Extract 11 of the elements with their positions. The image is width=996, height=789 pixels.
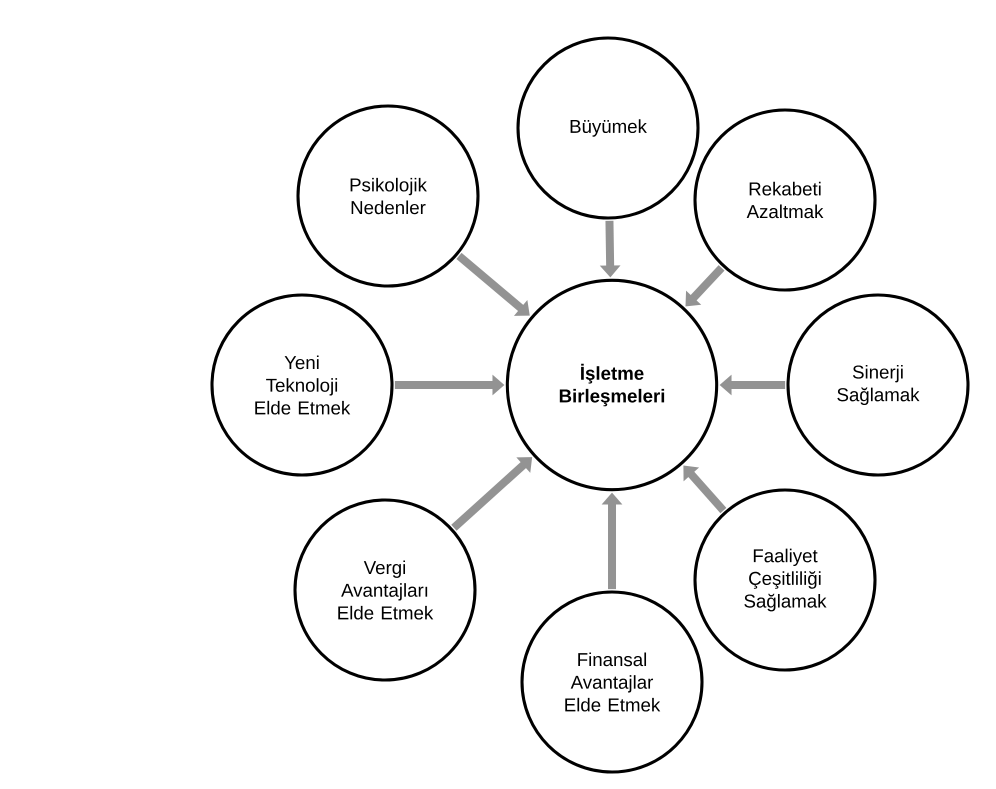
circle-node: Rekabeti Azaltmak	[693, 108, 877, 292]
circle-node: Vergi Avantajları Elde Etmek	[293, 498, 477, 682]
circle-node: Psikolojik Nedenler	[296, 104, 480, 288]
circle-node: İşletme Birleşmeleri	[506, 278, 718, 492]
circle-node: Büyümek	[516, 36, 700, 220]
circle-node: Finansal Avantajlar Elde Etmek	[520, 590, 704, 774]
block-arrow	[686, 265, 724, 306]
block-arrow	[456, 252, 530, 316]
circle-node: Faaliyet Çeşitliliği Sağlamak	[693, 488, 877, 672]
circle-node: Yeni Teknoloji Elde Etmek	[210, 293, 394, 477]
circle-node: Sinerji Sağlamak	[786, 293, 970, 477]
